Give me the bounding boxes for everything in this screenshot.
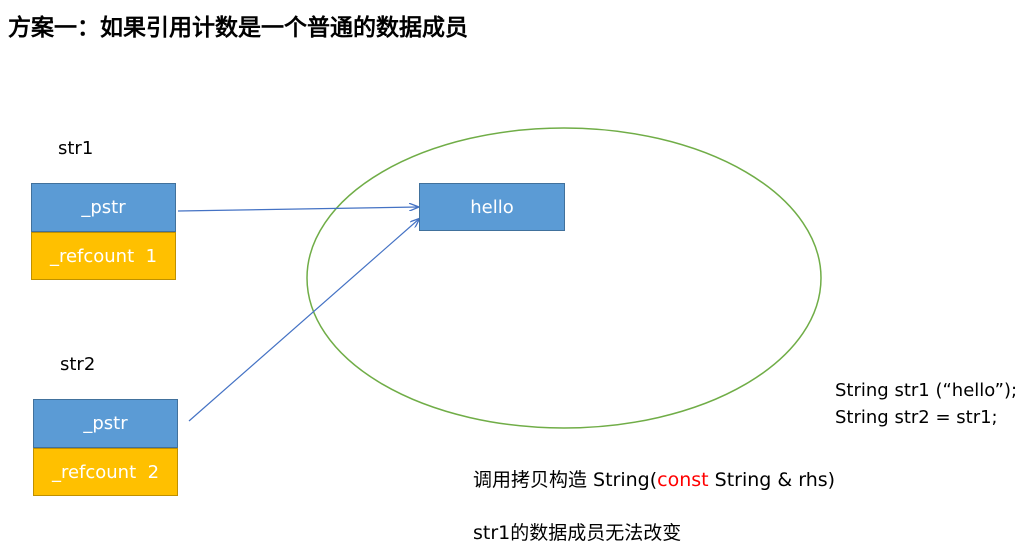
page-title: 方案一：如果引用计数是一个普通的数据成员 xyxy=(8,15,468,41)
copy-ctor-suffix: String & rhs) xyxy=(708,469,836,491)
heap-string-hello: hello xyxy=(419,183,565,231)
copy-ctor-prefix: 调用拷贝构造 String( xyxy=(473,469,658,491)
str2-refcount-cell: _refcount 2 xyxy=(33,448,178,496)
code-snippet: String str1 (“hello”); String str2 = str… xyxy=(835,377,1017,431)
code-line-1: String str1 (“hello”); xyxy=(835,380,1018,401)
str2-pointer-arrow xyxy=(188,219,419,422)
heap-ellipse xyxy=(306,127,822,429)
str1-pstr-cell: _pstr xyxy=(31,183,176,232)
code-line-2: String str2 = str1; xyxy=(835,407,998,428)
immutable-note: str1的数据成员无法改变 xyxy=(473,522,682,544)
str1-label: str1 xyxy=(58,138,94,159)
copy-constructor-note: 调用拷贝构造 String(const String & rhs) xyxy=(473,465,835,492)
str1-pointer-arrow xyxy=(177,207,418,212)
const-keyword: const xyxy=(657,469,709,491)
str2-pstr-cell: _pstr xyxy=(33,399,178,448)
str1-refcount-cell: _refcount 1 xyxy=(31,232,176,280)
str2-label: str2 xyxy=(60,354,96,375)
